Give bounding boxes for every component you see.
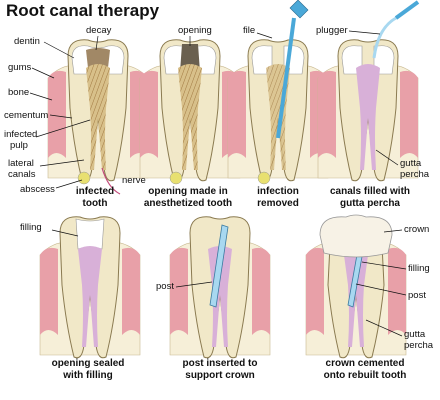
label-post-2: post <box>408 290 426 301</box>
label-gutta-percha-2-line1: gutta <box>404 329 426 340</box>
caption-3-line1: infection <box>257 186 299 197</box>
caption-3-line2: removed <box>257 198 299 209</box>
label-dentin: dentin <box>14 36 40 47</box>
label-gums: gums <box>8 62 31 73</box>
label-lateral-canals-line1: lateral <box>8 158 34 169</box>
caption-4-line2: gutta percha <box>340 198 400 209</box>
label-crown: crown <box>404 224 429 235</box>
label-nerve: nerve <box>122 175 146 186</box>
caption-6-line2: support crown <box>185 370 254 381</box>
label-lateral-canals-line2: canals <box>8 169 36 180</box>
caption-7-line1: crown cemented <box>326 358 405 369</box>
post-rod <box>209 224 229 308</box>
tooth-opening <box>139 39 241 185</box>
label-opening: opening <box>178 25 212 36</box>
decay-spot <box>86 48 110 68</box>
caption-1-line1: infected <box>76 186 114 197</box>
caption-7-line2: onto rebuilt tooth <box>324 370 407 381</box>
tooth-sealed <box>39 216 141 359</box>
diagram-title: Root canal therapy <box>6 1 160 20</box>
label-plugger: plugger <box>316 25 348 36</box>
label-gutta-percha-1-line2: percha <box>400 169 430 180</box>
tooth-crown <box>305 214 407 359</box>
caption-4-line1: canals filled with <box>330 186 410 197</box>
label-infected-pulp-line2: pulp <box>10 140 28 151</box>
plugger-instrument <box>372 16 397 59</box>
label-abscess: abscess <box>20 184 55 195</box>
filling-material <box>75 218 105 250</box>
label-post: post <box>156 281 174 292</box>
gum-left <box>48 70 66 158</box>
file-handle <box>289 0 309 19</box>
label-cementum: cementum <box>4 110 48 121</box>
label-bone: bone <box>8 87 29 98</box>
infected-pulp <box>86 64 110 170</box>
label-decay: decay <box>86 25 112 36</box>
gutta-percha-fill <box>356 64 380 170</box>
caption-1-line2: tooth <box>83 198 108 209</box>
label-filling: filling <box>20 222 42 233</box>
caption-5-line2: with filling <box>62 370 112 381</box>
label-filling-2: filling <box>408 263 430 274</box>
crown-cap <box>319 214 393 258</box>
tooth-post <box>169 216 271 359</box>
label-infected-pulp-line1: infected <box>4 129 37 140</box>
caption-6-line1: post inserted to <box>182 358 257 369</box>
tooth-canals-filled <box>317 0 420 182</box>
label-gutta-percha-1-line1: gutta <box>400 158 422 169</box>
caption-2-line1: opening made in <box>148 186 227 197</box>
abscess-blob <box>77 171 91 185</box>
label-file: file <box>243 25 255 36</box>
nerve-line <box>101 167 121 195</box>
caption-5-line1: opening sealed <box>52 358 125 369</box>
label-gutta-percha-2-line2: percha <box>404 340 434 351</box>
caption-2-line2: anesthetized tooth <box>144 198 232 209</box>
file-instrument <box>276 17 296 139</box>
